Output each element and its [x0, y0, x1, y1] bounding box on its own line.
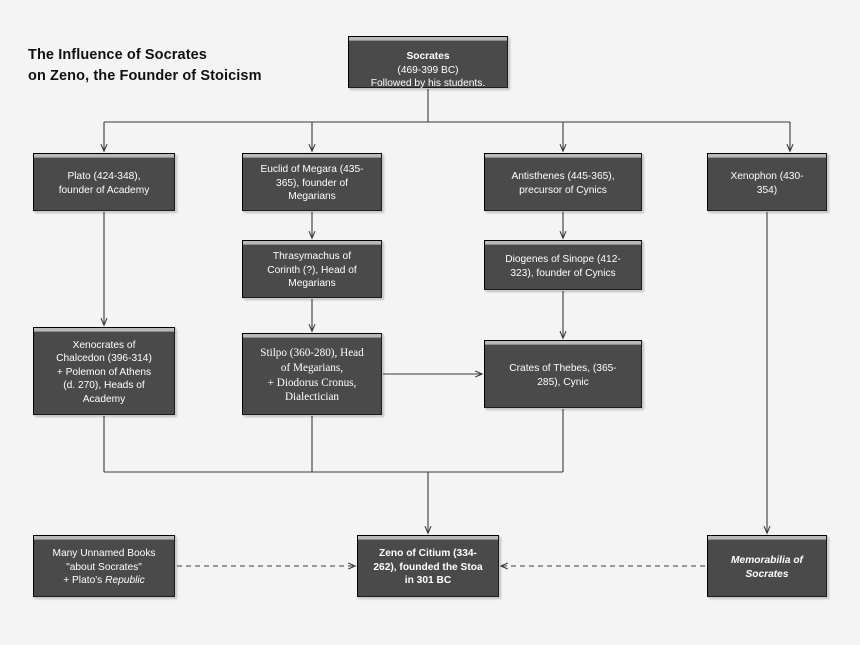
- node-plato[interactable]: Plato (424-348), founder of Academy: [33, 153, 175, 211]
- node-socrates-heading: Socrates: [406, 51, 450, 63]
- node-xenophon[interactable]: Xenophon (430- 354): [707, 153, 827, 211]
- node-socrates-label: (469-399 BC) Followed by his students.: [370, 64, 486, 89]
- node-many-unnamed-books[interactable]: Many Unnamed Books "about Socrates" + Pl…: [33, 535, 175, 597]
- node-socrates[interactable]: Socrates(469-399 BC) Followed by his stu…: [348, 36, 508, 89]
- node-memorabilia-of-socrates[interactable]: Memorabilia of Socrates: [707, 535, 827, 597]
- node-diogenes-of-sinope[interactable]: Diogenes of Sinope (412- 323), founder o…: [484, 240, 642, 290]
- node-antisthenes[interactable]: Antisthenes (445-365), precursor of Cyni…: [484, 153, 642, 211]
- node-zeno-label: Zeno of Citium (334- 262), founded the S…: [373, 548, 483, 587]
- node-xenocrates-and-polemon[interactable]: Xenocrates of Chalcedon (396-314) + Pole…: [33, 327, 175, 415]
- node-thrasymachus-of-corinth[interactable]: Thrasymachus of Corinth (?), Head of Meg…: [242, 240, 382, 298]
- node-diogenes-label: Diogenes of Sinope (412- 323), founder o…: [505, 254, 621, 279]
- node-euclid-label: Euclid of Megara (435- 365), founder of …: [260, 164, 364, 203]
- node-xenocrates-label: Xenocrates of Chalcedon (396-314) + Pole…: [56, 339, 152, 405]
- node-euclid-of-megara[interactable]: Euclid of Megara (435- 365), founder of …: [242, 153, 382, 211]
- node-stilpo-and-diodorus[interactable]: Stilpo (360-280), Head of Megarians, + D…: [242, 333, 382, 415]
- node-zeno-of-citium[interactable]: Zeno of Citium (334- 262), founded the S…: [357, 535, 499, 597]
- node-antisthenes-label: Antisthenes (445-365), precursor of Cyni…: [511, 171, 615, 196]
- node-stilpo-label: Stilpo (360-280), Head of Megarians, + D…: [260, 346, 364, 404]
- node-thrasymachus-label: Thrasymachus of Corinth (?), Head of Meg…: [267, 251, 357, 290]
- node-crates-label: Crates of Thebes, (365- 285), Cynic: [509, 363, 617, 388]
- node-crates-of-thebes[interactable]: Crates of Thebes, (365- 285), Cynic: [484, 340, 642, 408]
- node-xenophon-label: Xenophon (430- 354): [730, 171, 804, 196]
- node-books-label: Many Unnamed Books "about Socrates" + Pl…: [52, 548, 156, 587]
- node-plato-label: Plato (424-348), founder of Academy: [58, 171, 150, 196]
- node-books-emphasis: Republic: [105, 575, 145, 587]
- diagram-title: The Influence of Socrates on Zeno, the F…: [28, 47, 262, 84]
- node-memorabilia-label: Memorabilia of Socrates: [731, 555, 803, 580]
